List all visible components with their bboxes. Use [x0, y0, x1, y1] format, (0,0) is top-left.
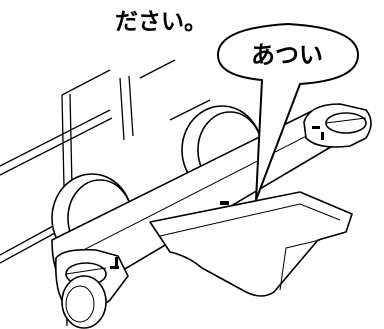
speech-bubble-text: あつい [251, 41, 323, 69]
body-indicator-mark [220, 201, 229, 205]
spout [149, 191, 353, 297]
left-handle-mark [110, 266, 119, 269]
caption-text: ださい。 [115, 9, 207, 35]
mixer-faucet [51, 103, 372, 329]
right-handle-mark [312, 126, 320, 129]
speech-bubble: あつい [217, 23, 359, 201]
